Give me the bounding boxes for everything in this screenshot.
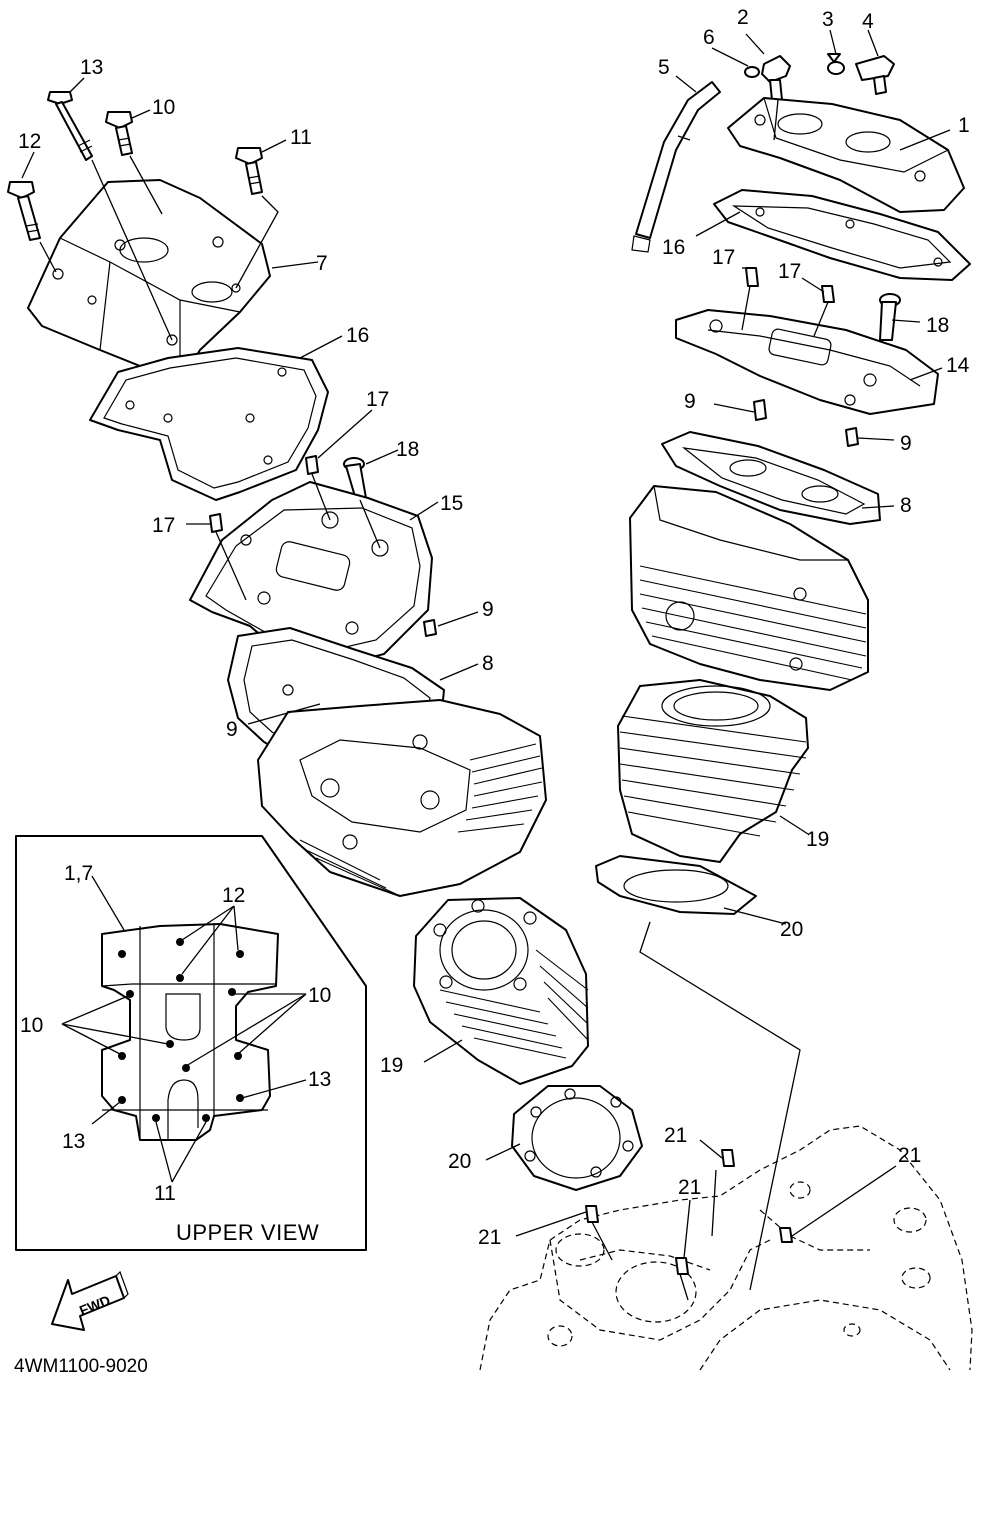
- inset-label-13-left: 13: [62, 1130, 85, 1153]
- head-gasket-8-rear: [661, 431, 881, 525]
- dowel-21-a: [721, 1149, 735, 1167]
- label-19-rear: 19: [806, 828, 829, 851]
- bolt-13: [47, 91, 93, 161]
- label-10: 10: [152, 96, 175, 119]
- inset-label-13-right: 13: [308, 1068, 331, 1091]
- dowel-17-rear-b: [821, 285, 835, 303]
- rocker-housing-14: [675, 309, 939, 415]
- dowel-17-front-b: [209, 513, 223, 533]
- inset-leaders: [61, 875, 307, 1183]
- label-20-rear: 20: [780, 918, 803, 941]
- inset-title: UPPER VIEW: [176, 1220, 319, 1245]
- fitting-4: [855, 55, 895, 95]
- part-number-labels: 1 2 3 4 5 6 7 8 8 9 9 9 9 10 11 12 13 14…: [18, 6, 970, 1249]
- base-gasket-20-front: [511, 1085, 643, 1191]
- fwd-arrow: FWD: [51, 1270, 129, 1331]
- bolt-10: [105, 111, 133, 156]
- base-gasket-20-rear: [595, 855, 757, 915]
- crankcase: [479, 1125, 973, 1371]
- cylinder-head-front: [257, 699, 547, 897]
- label-17-rear-a: 17: [712, 246, 735, 269]
- cover-gasket-16-rear: [713, 189, 971, 281]
- label-15: 15: [440, 492, 463, 515]
- cylinder-head-rear: [629, 485, 869, 691]
- dowel-9-rear-b: [845, 427, 859, 447]
- upper-view-inset: 1,7 12 10 10 13 13 11 UPPER VIEW: [15, 835, 367, 1251]
- label-9-rear-b: 9: [900, 432, 912, 455]
- label-5: 5: [658, 56, 670, 79]
- label-21-c: 21: [478, 1226, 501, 1249]
- dowel-21-d: [779, 1227, 793, 1243]
- label-6: 6: [703, 26, 715, 49]
- rocker-cover-7: [27, 179, 271, 383]
- dowel-9-rear-a: [753, 399, 767, 421]
- label-21-b: 21: [678, 1176, 701, 1199]
- label-17-front-a: 17: [366, 388, 389, 411]
- label-3: 3: [822, 8, 834, 31]
- cylinder-19-front: [413, 897, 589, 1085]
- label-8-front: 8: [482, 652, 494, 675]
- label-4: 4: [862, 10, 874, 33]
- bolt-18-rear: [879, 293, 901, 341]
- label-12: 12: [18, 130, 41, 153]
- inset-cover-outline: [101, 923, 279, 1141]
- label-17-rear-b: 17: [778, 260, 801, 283]
- front-cylinder-assembly: [7, 91, 643, 1191]
- label-9-front-a: 9: [482, 598, 494, 621]
- label-20-front: 20: [448, 1150, 471, 1173]
- label-8-rear: 8: [900, 494, 912, 517]
- label-11: 11: [290, 126, 312, 149]
- label-13: 13: [80, 56, 103, 79]
- inset-label-11: 11: [154, 1182, 176, 1205]
- rocker-cover-1: [727, 97, 965, 213]
- label-1: 1: [958, 114, 970, 137]
- label-16-rear: 16: [662, 236, 685, 259]
- dowel-17-rear-a: [745, 267, 759, 287]
- leader-lines: [21, 29, 951, 1301]
- rear-cylinder-assembly: [479, 53, 973, 1371]
- label-18-front: 18: [396, 438, 419, 461]
- clamp-3: [827, 53, 845, 75]
- label-18-rear: 18: [926, 314, 949, 337]
- dowel-21-b: [585, 1205, 599, 1223]
- label-7: 7: [316, 252, 328, 275]
- inset-label-12: 12: [222, 884, 245, 907]
- bolt-11: [235, 147, 263, 195]
- inset-label-1-7: 1,7: [64, 862, 93, 885]
- inset-bolt-holes: [118, 938, 244, 1122]
- oring-6: [744, 66, 760, 78]
- inset-label-10-right: 10: [308, 984, 331, 1007]
- dowel-21-c: [675, 1257, 689, 1275]
- label-9-rear-a: 9: [684, 390, 696, 413]
- fitting-2: [761, 55, 791, 101]
- dowel-17-front-a: [305, 455, 319, 475]
- label-14: 14: [946, 354, 970, 377]
- cylinder-19-rear: [617, 679, 809, 863]
- dowel-9-front-a: [423, 619, 437, 637]
- cover-gasket-16: [89, 347, 329, 501]
- breather-hose-5: [631, 81, 721, 253]
- label-2: 2: [737, 6, 749, 29]
- label-21-a: 21: [664, 1124, 687, 1147]
- label-21-d: 21: [898, 1144, 921, 1167]
- label-9-front-b: 9: [226, 718, 238, 741]
- catalog-code: 4WM1100-9020: [14, 1356, 148, 1377]
- label-17-front-b: 17: [152, 514, 175, 537]
- label-16-front: 16: [346, 324, 369, 347]
- bolt-12: [7, 181, 41, 241]
- label-19-front: 19: [380, 1054, 403, 1077]
- inset-label-10-left: 10: [20, 1014, 43, 1037]
